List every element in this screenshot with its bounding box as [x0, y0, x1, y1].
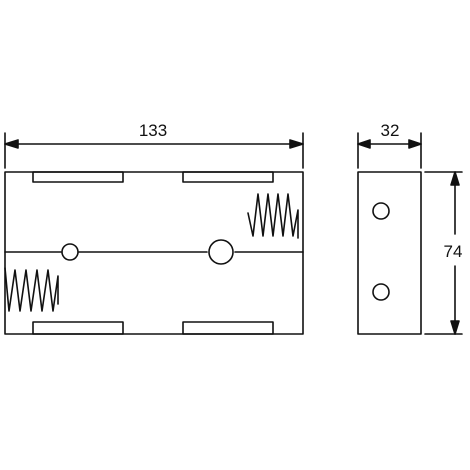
arrowhead-height-bottom [450, 320, 460, 335]
arrowhead-left [4, 139, 19, 149]
top-contact-left [32, 171, 124, 183]
bottom-contact-left [32, 321, 124, 335]
side-view: 32 74 [357, 121, 463, 335]
spring-contact-upper [247, 193, 299, 239]
dimension-label-length: 133 [139, 121, 167, 140]
arrowhead-height-top [450, 171, 460, 186]
top-contact-right [182, 171, 274, 183]
arrowhead-side-right [408, 139, 422, 149]
dimension-label-height: 74 [444, 242, 463, 261]
dimension-label-width: 32 [381, 121, 400, 140]
mounting-hole-large [208, 239, 234, 265]
bottom-contact-right [182, 321, 274, 335]
mounting-hole-small [61, 243, 79, 261]
arrowhead-side-left [357, 139, 371, 149]
front-view: 133 [4, 121, 304, 335]
holder-body [4, 171, 304, 335]
side-hole-bottom [372, 283, 390, 301]
side-hole-top [372, 202, 390, 220]
arrowhead-right [289, 139, 304, 149]
spring-contact-lower [4, 267, 59, 312]
side-body [357, 171, 422, 335]
